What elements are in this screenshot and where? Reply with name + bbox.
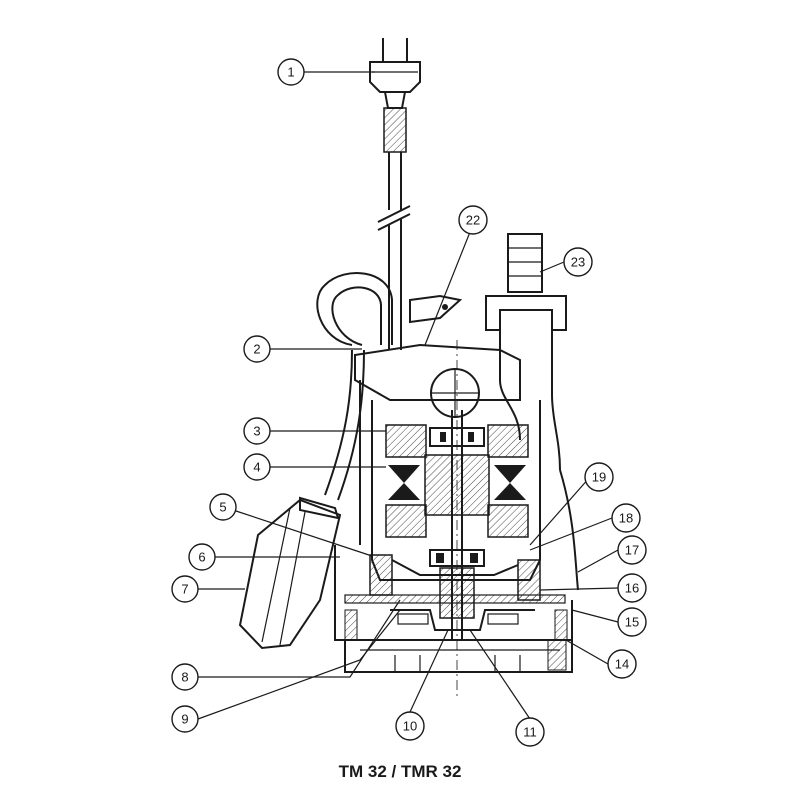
carrying-handle <box>316 272 393 346</box>
callout-6: 6 <box>188 543 216 571</box>
svg-text:4: 4 <box>253 460 260 475</box>
svg-text:3: 3 <box>253 424 260 439</box>
svg-text:10: 10 <box>403 719 417 734</box>
svg-text:7: 7 <box>181 582 188 597</box>
callout-2: 2 <box>243 335 271 363</box>
bearing-seal-assembly <box>369 549 541 619</box>
callout-16: 16 <box>617 573 647 603</box>
callout-18: 18 <box>611 503 641 533</box>
svg-text:17: 17 <box>625 543 639 558</box>
svg-text:18: 18 <box>619 511 633 526</box>
svg-text:9: 9 <box>181 712 188 727</box>
power-cable <box>377 152 411 350</box>
callout-9: 9 <box>171 705 199 733</box>
callout-3: 3 <box>243 417 271 445</box>
motor-shaft <box>451 340 463 700</box>
svg-text:8: 8 <box>181 670 188 685</box>
leader-lines <box>197 71 619 720</box>
callout-7: 7 <box>171 575 199 603</box>
svg-text:16: 16 <box>625 581 639 596</box>
callout-8: 8 <box>171 663 199 691</box>
callout-19: 19 <box>584 462 614 492</box>
svg-text:22: 22 <box>466 213 480 228</box>
mains-plug <box>369 38 421 153</box>
svg-text:11: 11 <box>523 725 537 740</box>
callout-15: 15 <box>617 607 647 637</box>
float-switch <box>238 349 365 650</box>
diagram-caption: TM 32 / TMR 32 <box>338 762 462 781</box>
svg-text:19: 19 <box>592 470 606 485</box>
base-strainer <box>344 639 573 673</box>
svg-text:14: 14 <box>615 657 629 672</box>
callout-5: 5 <box>209 493 237 521</box>
callout-14: 14 <box>607 649 637 679</box>
callout-17: 17 <box>617 535 647 565</box>
callout-10: 10 <box>395 711 425 741</box>
svg-text:15: 15 <box>625 615 639 630</box>
impeller-chamber <box>334 545 573 641</box>
callout-23: 23 <box>563 247 593 277</box>
callout-11: 11 <box>515 717 545 747</box>
callout-4: 4 <box>243 453 271 481</box>
svg-text:2: 2 <box>253 342 260 357</box>
svg-text:6: 6 <box>198 550 205 565</box>
stator <box>385 424 529 538</box>
callout-1: 1 <box>277 58 305 86</box>
svg-text:5: 5 <box>219 500 226 515</box>
callout-22: 22 <box>458 205 488 235</box>
svg-text:23: 23 <box>571 255 585 270</box>
svg-text:1: 1 <box>287 65 294 80</box>
